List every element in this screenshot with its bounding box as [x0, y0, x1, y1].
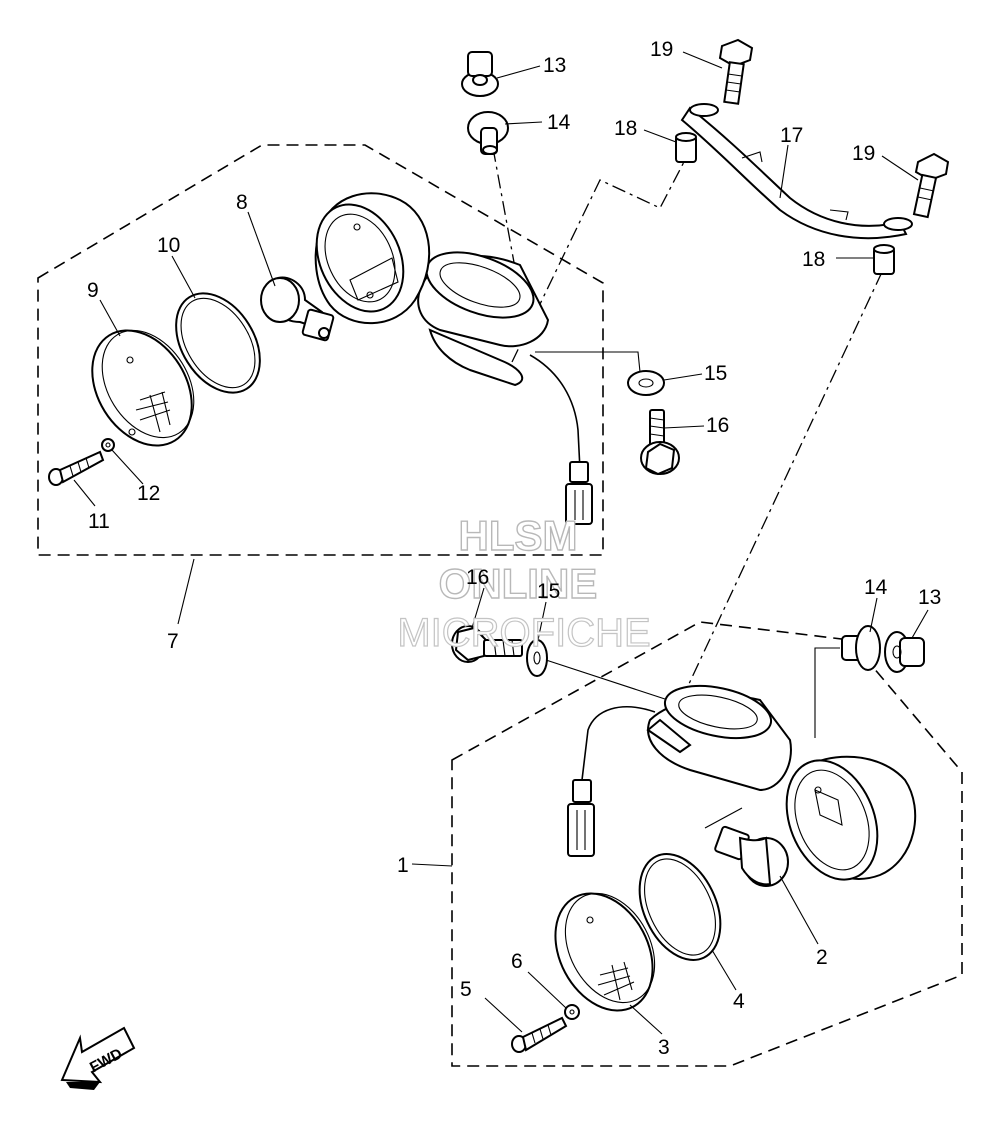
collar-18-right [873, 244, 895, 275]
assembly-line-bolt-left [511, 159, 686, 363]
bolt-16-upper [640, 409, 680, 476]
callout-16-upper: 16 [706, 414, 729, 437]
callout-19-lower: 19 [852, 142, 875, 165]
bulb-2 [714, 825, 789, 887]
grommet-14-upper [467, 111, 509, 155]
leader-lines [73, 51, 929, 1035]
callout-15-upper: 15 [704, 362, 727, 385]
callout-8: 8 [236, 191, 248, 214]
callout-18-upper: 18 [614, 117, 637, 140]
grommet-14-lower [841, 625, 881, 671]
bolt-16-lower [451, 625, 523, 663]
callout-1: 1 [397, 854, 409, 877]
callout-9: 9 [87, 279, 99, 302]
callout-15-lower: 15 [537, 580, 560, 603]
assembly-outline-upper [37, 144, 604, 556]
watermark-line3: MICROFICHE [397, 611, 650, 655]
watermark-line2: ONLINE [439, 560, 598, 607]
lens-3 [554, 892, 656, 1012]
assembly-line-grommet-upper [492, 147, 521, 296]
stay-bracket [680, 103, 913, 240]
screw-11 [48, 450, 105, 486]
nut-13-lower [884, 631, 925, 673]
bulb-8 [260, 276, 335, 342]
gasket-10 [175, 292, 261, 394]
bolt-19-right [912, 152, 950, 219]
callout-labels: 1 2 3 4 5 6 7 8 9 10 11 12 13 13 14 14 1… [87, 38, 941, 1059]
turn-signal-housing-upper [314, 192, 593, 525]
callout-13-lower: 13 [918, 586, 941, 609]
assembly-line-washer-lower [545, 659, 669, 701]
callout-14-upper: 14 [547, 111, 571, 134]
assembly-line-bolt-right [664, 271, 883, 736]
watermark: HLSM ONLINE MICROFICHE [397, 511, 652, 655]
collar-18-left [675, 132, 697, 163]
callout-16-lower: 16 [466, 566, 489, 589]
callout-3: 3 [658, 1036, 670, 1059]
fwd-direction-arrow: FWD [60, 1026, 136, 1090]
callout-19-upper: 19 [650, 38, 673, 61]
callout-12: 12 [137, 482, 160, 505]
assembly-line-bulb-lower [704, 807, 743, 829]
callout-7: 7 [167, 630, 179, 653]
callout-13-upper: 13 [543, 54, 566, 77]
bolt-19-left [718, 38, 754, 105]
washer-15-upper [627, 370, 665, 396]
lens-9 [91, 329, 195, 447]
washer-15-lower [526, 639, 548, 677]
watermark-line1: HLSM [459, 512, 578, 559]
callout-14-lower: 14 [864, 576, 888, 599]
callout-10: 10 [157, 234, 180, 257]
callout-11: 11 [88, 510, 110, 533]
turn-signal-housing-lower [567, 684, 917, 881]
assembly-outline-lower [451, 621, 963, 1067]
nut-13-upper [461, 51, 499, 97]
callout-6: 6 [511, 950, 523, 973]
callout-17: 17 [780, 124, 803, 147]
gasket-4 [638, 853, 722, 961]
washer-6 [564, 1004, 580, 1020]
screw-5 [511, 1016, 568, 1053]
callout-2: 2 [816, 946, 828, 969]
callout-18-lower: 18 [802, 248, 825, 271]
washer-12 [101, 438, 115, 452]
assembly-line-grommet-lower [814, 647, 840, 738]
assembly-line-washer-upper [535, 351, 641, 373]
callout-5: 5 [460, 978, 472, 1001]
callout-4: 4 [733, 990, 745, 1013]
